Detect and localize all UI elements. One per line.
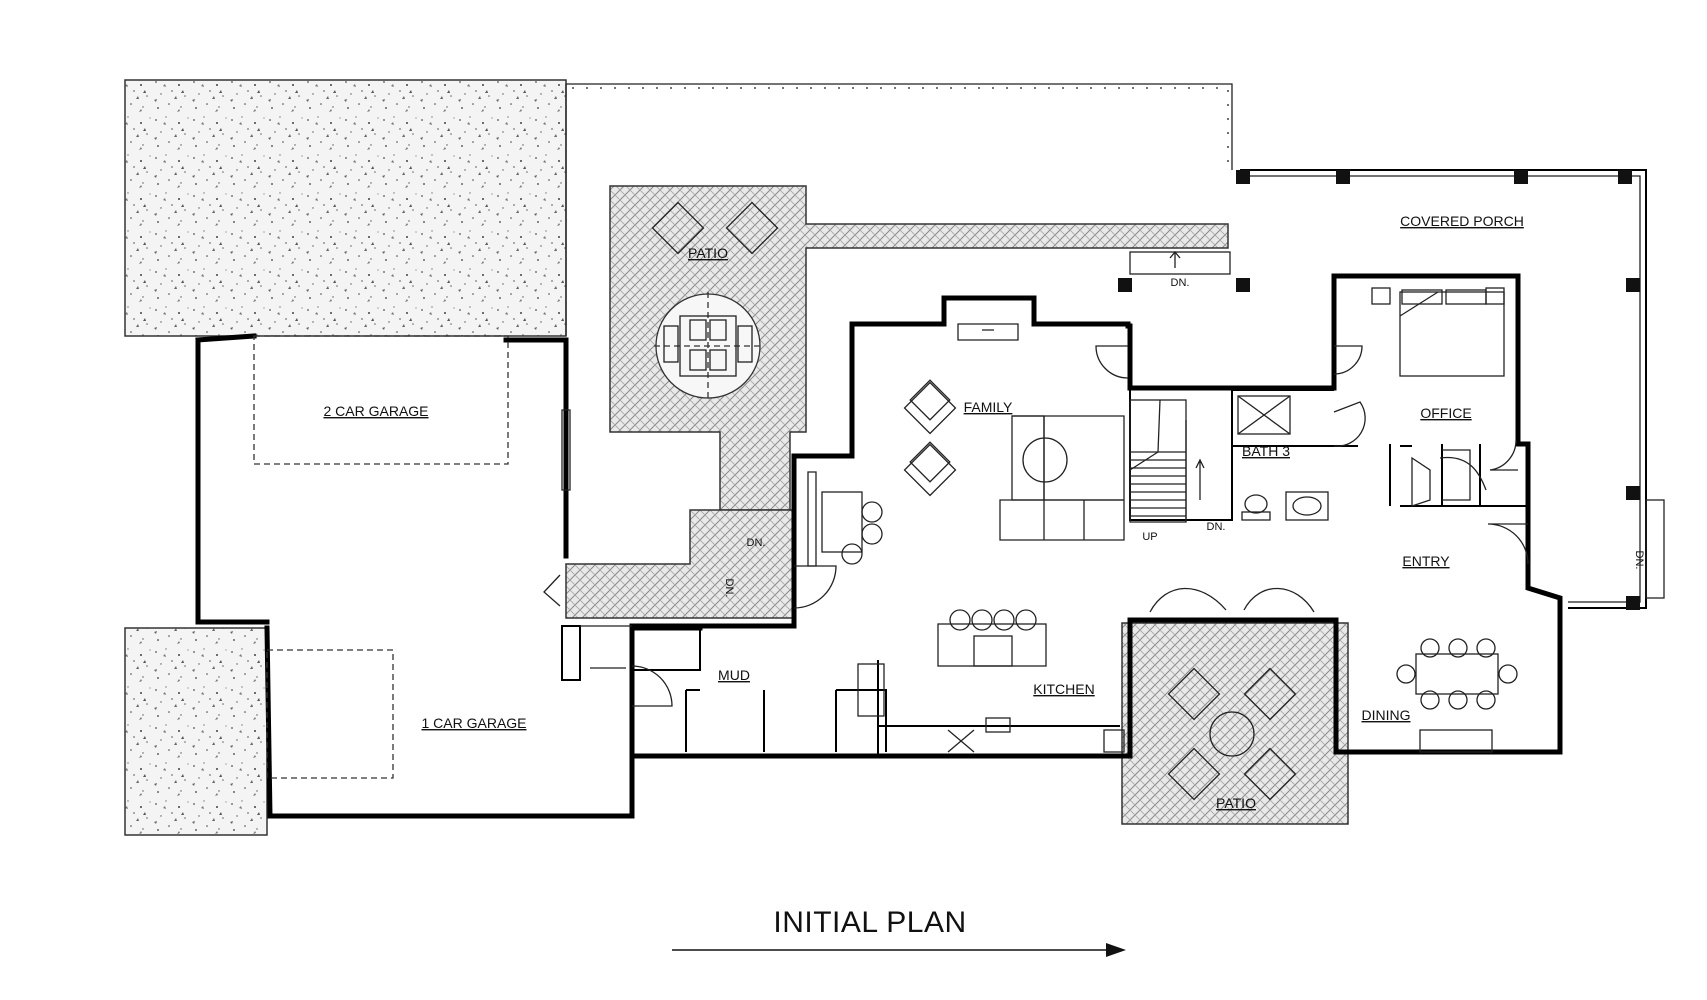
room-label-patio-upper: PATIO — [688, 245, 728, 261]
annotation-dn-porch-top: DN. — [1171, 277, 1190, 289]
nook-table — [807, 471, 883, 567]
door-swings — [631, 345, 1529, 707]
concrete-pad-lower — [124, 627, 268, 836]
room-label-1-car-garage: 1 CAR GARAGE — [421, 715, 526, 731]
room-label-mud: MUD — [718, 667, 750, 683]
room-label-dining: DINING — [1362, 707, 1411, 723]
dining-table — [1396, 638, 1518, 753]
house-walls — [561, 273, 1563, 759]
annotation-dn-patio-step: DN. — [747, 537, 766, 549]
patio-lower-hatch — [1121, 622, 1349, 825]
covered-porch-outline — [1118, 169, 1665, 610]
concrete-pad-upper — [124, 79, 567, 337]
walkway-hatch — [565, 509, 795, 619]
room-label-bath: BATH 3 — [1242, 443, 1290, 459]
stair — [1129, 399, 1205, 523]
kitchen-island — [857, 609, 1125, 753]
room-label-covered-porch: COVERED PORCH — [1400, 213, 1524, 229]
plan-title: INITIAL PLAN — [773, 906, 966, 939]
room-label-entry: ENTRY — [1402, 553, 1450, 569]
annotation-dn-stair: DN. — [1207, 521, 1226, 533]
room-label-2-car-garage: 2 CAR GARAGE — [323, 403, 428, 419]
room-label-kitchen: KITCHEN — [1033, 681, 1094, 697]
annotation-up-stair: UP — [1142, 531, 1157, 543]
patio-lower-furniture — [1149, 587, 1315, 801]
room-label-patio-lower: PATIO — [1216, 795, 1256, 811]
title-arrow — [672, 943, 1126, 957]
bath-fixtures — [1237, 395, 1329, 521]
office-furniture — [1371, 287, 1505, 507]
annotation-dn-porch-side: DN. — [1633, 551, 1645, 570]
room-label-office: OFFICE — [1420, 405, 1471, 421]
patio-upper-hatch — [609, 185, 1229, 511]
family-furniture — [903, 323, 1125, 541]
deck-outline — [565, 83, 1233, 336]
annotation-dn-patio-side: DN. — [723, 579, 735, 598]
patio-upper-furniture — [651, 201, 779, 400]
room-label-family: FAMILY — [964, 399, 1013, 415]
